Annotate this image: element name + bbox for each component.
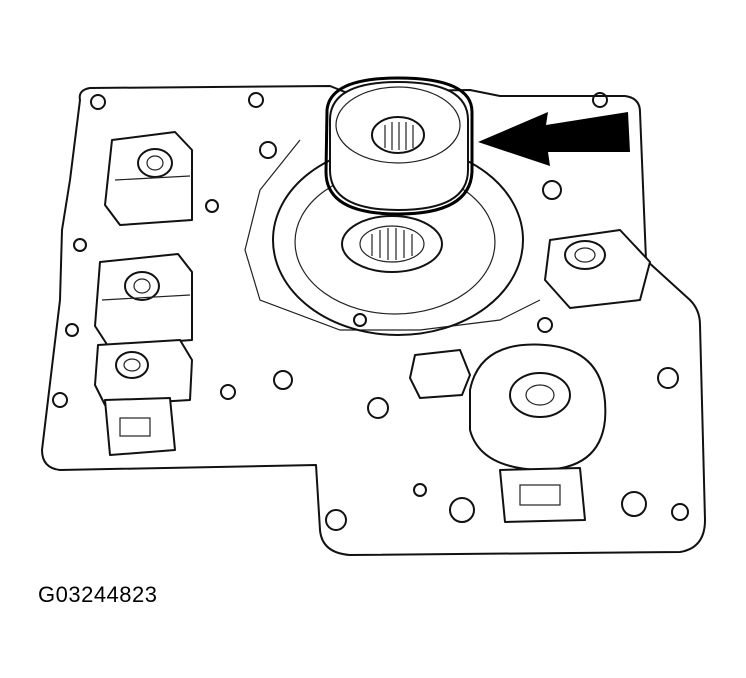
servo-lower-right <box>409 343 607 523</box>
bolt-holes <box>52 92 689 531</box>
arrow-pointing-left <box>478 112 630 166</box>
solenoid-upper-right <box>544 229 651 309</box>
circle-highlight <box>324 76 474 216</box>
solenoid-upper-left <box>104 131 193 226</box>
solenoid-middle-left <box>94 253 193 347</box>
solenoid-lower-left <box>94 339 193 456</box>
figure-caption: G03244823 <box>38 582 158 607</box>
center-housing <box>272 144 524 336</box>
highlighted-component <box>324 76 474 216</box>
